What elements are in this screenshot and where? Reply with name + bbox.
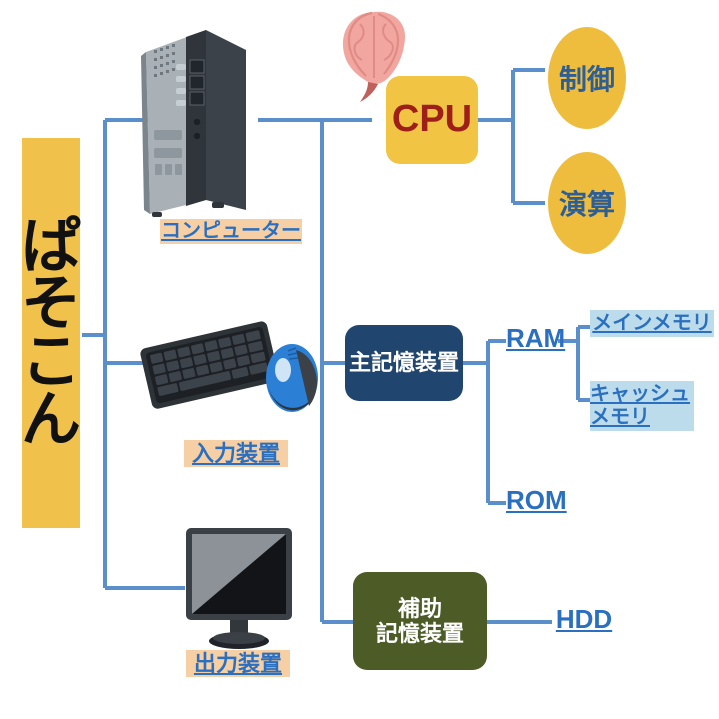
desktop-tower-icon <box>128 22 258 222</box>
node-main-memory[interactable]: 主記憶装置 <box>345 325 463 401</box>
caption-computer: コンピューター <box>160 219 302 244</box>
root-char-3: こ <box>21 328 81 395</box>
root-char-2: そ <box>21 270 81 338</box>
keyboard-mouse-icon <box>140 312 320 422</box>
node-auxiliary-storage[interactable]: 補助 記憶装置 <box>353 572 487 670</box>
node-cache-memory-label-line1: キャッシュ <box>590 383 690 405</box>
root-highlight-band <box>22 138 80 528</box>
node-cpu[interactable]: CPU <box>386 76 478 164</box>
node-control[interactable]: 制御 <box>548 27 626 129</box>
caption-computer-label: コンピューター <box>161 220 301 242</box>
root-label: ぱ そ こ ん <box>18 140 84 526</box>
monitor-icon <box>178 524 302 652</box>
node-cpu-label: CPU <box>391 98 473 141</box>
root-char-1: ぱ <box>21 212 81 280</box>
node-main-memory-label: 主記憶装置 <box>348 350 459 376</box>
node-control-label: 制御 <box>558 64 615 95</box>
node-hdd[interactable]: HDD <box>552 604 616 635</box>
node-auxiliary-storage-label-line1: 補助 <box>397 595 442 621</box>
node-main-memory-ram[interactable]: メインメモリ <box>590 310 714 337</box>
caption-input-device-label: 入力装置 <box>191 441 280 466</box>
node-main-memory-ram-label: メインメモリ <box>592 312 712 334</box>
caption-input-device: 入力装置 <box>184 440 288 468</box>
caption-output-device: 出力装置 <box>186 650 290 678</box>
node-arithmetic-label: 演算 <box>558 189 615 220</box>
node-arithmetic[interactable]: 演算 <box>548 152 626 254</box>
root-char-4: ん <box>21 385 81 453</box>
node-cache-memory[interactable]: キャッシュ メモリ <box>590 381 694 431</box>
node-ram-label: RAM <box>506 323 566 353</box>
node-hdd-label: HDD <box>555 604 613 634</box>
brain-icon <box>338 8 410 104</box>
node-cache-memory-label-line2: メモリ <box>590 406 650 428</box>
node-rom-label: ROM <box>506 485 567 515</box>
node-rom[interactable]: ROM <box>506 485 567 516</box>
node-auxiliary-storage-label-line2: 記憶装置 <box>375 621 464 646</box>
node-ram[interactable]: RAM <box>506 323 565 354</box>
caption-output-device-label: 出力装置 <box>193 651 282 676</box>
